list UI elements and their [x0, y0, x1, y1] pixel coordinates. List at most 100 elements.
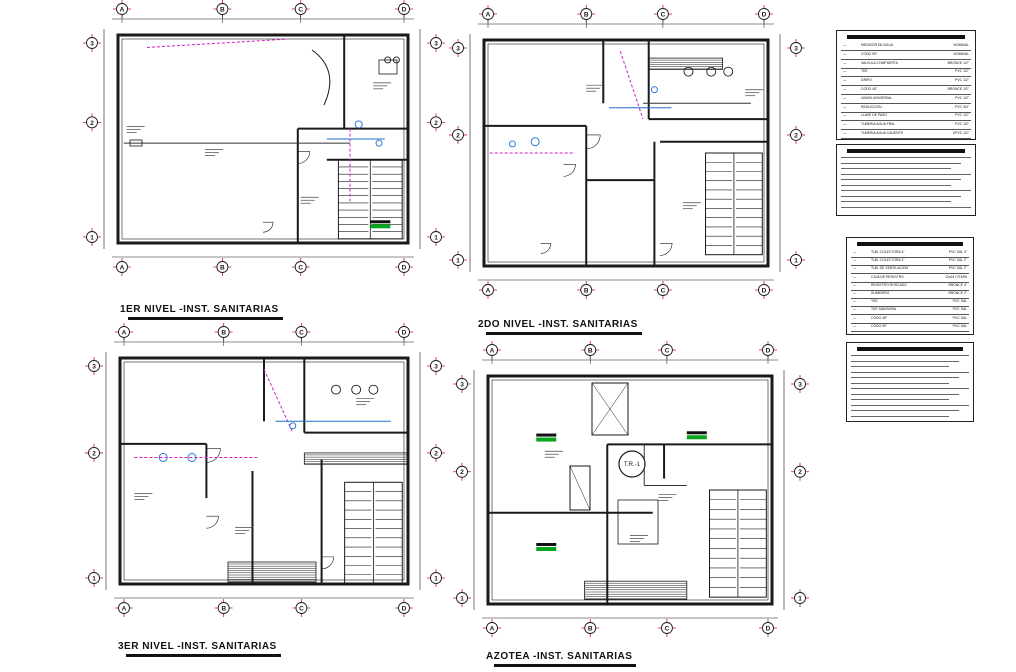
- notes-drain-line: [851, 382, 949, 384]
- grid-left-2-label: 2: [90, 120, 94, 127]
- grid-top-A-circle: [116, 3, 128, 15]
- notes-drain-line: [851, 393, 959, 395]
- notes-drain-line: [851, 355, 969, 356]
- grid-bottom-C-label: C: [298, 264, 303, 271]
- notes-water-line: [841, 184, 951, 186]
- duct-diagonal: [591, 382, 629, 436]
- legend-drain-symbol: —: [853, 299, 857, 304]
- grid-right-3-label: 3: [434, 363, 438, 370]
- level-marker: [370, 224, 391, 229]
- fixture: [368, 384, 379, 395]
- grid-top-A-circle: [486, 344, 498, 356]
- plan-title-1: 1ER NIVEL -INST. SANITARIAS: [120, 304, 283, 320]
- outer-wall: [116, 33, 410, 245]
- grid-bottom-B-label: B: [221, 605, 226, 612]
- legend-water-symbol: —: [843, 60, 847, 65]
- door-swing: [206, 448, 221, 463]
- grid-top-A-label: A: [122, 329, 127, 336]
- grid-top-D-circle: [758, 8, 770, 20]
- fixture: [351, 384, 362, 395]
- legend-water-description: CODO 90°: [861, 51, 878, 56]
- grid-right-3-circle: [430, 37, 442, 49]
- legend-drain-symbol: —: [853, 258, 857, 263]
- grid-bottom-C-circle: [660, 622, 673, 634]
- curved-wall: [311, 49, 331, 106]
- grid-bottom-B-label: B: [584, 287, 589, 294]
- legend-drain-row: —CODO 45°PVC SAL: [851, 314, 969, 324]
- legend-water-row: —CODO 45°BRONCE 1/2": [841, 85, 971, 95]
- inner-wall-line: [491, 379, 769, 601]
- grid-right-1-circle: [794, 592, 806, 604]
- grid-left-3-circle: [86, 37, 98, 49]
- grid-left-1-label: 1: [90, 234, 94, 241]
- skylight: [569, 465, 591, 511]
- pipe-line: [146, 38, 287, 48]
- level-marker-bar: [686, 431, 707, 435]
- legend-drain-row: —TUB. COLECTORA 4"PVC SAL 4": [851, 248, 969, 258]
- legend-drain-spec: PVC SAL 4": [948, 250, 967, 254]
- legend-drain-description: TUB. COLECTORA 2": [871, 258, 905, 263]
- notes-water-line: [841, 168, 951, 169]
- grid-right-2-label: 2: [794, 132, 798, 139]
- duct-shaft: [591, 382, 629, 436]
- legend-drain-spec: BRONCE 2": [948, 291, 967, 295]
- grid-bottom-D-label: D: [402, 264, 407, 271]
- legend-water-symbol: —: [843, 131, 847, 135]
- legend-water-symbol: —: [843, 69, 847, 74]
- legend-drain-spec: PVC SAL 2": [948, 266, 967, 271]
- grid-bottom-D-circle: [398, 261, 410, 273]
- grid-left-3-circle: [456, 378, 468, 390]
- level-marker-bar: [536, 433, 557, 437]
- legend-drain-spec: PVC SAL 2": [948, 258, 967, 263]
- legend-water-spec: NOMINAL: [953, 43, 969, 47]
- legend-water-symbol: —: [843, 113, 847, 118]
- hatched-zone-frame: [648, 57, 723, 70]
- grid-top-B-label: B: [221, 329, 226, 336]
- grid-bottom-B-circle: [217, 602, 230, 614]
- grid-top-D-circle: [762, 344, 774, 356]
- grid-bottom-A-label: A: [122, 605, 127, 612]
- grid-top-B-circle: [580, 8, 593, 20]
- door-swing: [540, 243, 552, 254]
- legend-drain-spec: PVC SAL: [952, 315, 967, 320]
- notes-water-line: [841, 195, 961, 197]
- grid-left-3-circle: [88, 360, 100, 372]
- legend-drain-table: —TUB. COLECTORA 4"PVC SAL 4"—TUB. COLECT…: [846, 237, 974, 335]
- legend-drain-symbol: —: [853, 315, 857, 320]
- legend-water-symbol: —: [843, 78, 847, 83]
- grid-left-1-circle: [88, 572, 100, 584]
- notes-drain-line: [851, 360, 959, 362]
- notes-drain-header: [857, 347, 963, 351]
- grid-right-3-circle: [430, 360, 442, 372]
- fixture: [650, 86, 658, 94]
- notes-water-line: [841, 157, 971, 158]
- legend-water-description: CODO 45°: [861, 87, 878, 91]
- fixture: [375, 139, 383, 147]
- grid-right-1-circle: [790, 254, 802, 266]
- grid-bottom-C-circle: [294, 261, 307, 273]
- grid-top-C-label: C: [661, 11, 666, 18]
- notes-drain-line: [851, 366, 949, 367]
- notes-drain-line: [851, 404, 969, 406]
- legend-drain-symbol: —: [853, 323, 857, 328]
- fixture: [187, 452, 197, 462]
- grid-top-D-circle: [398, 3, 410, 15]
- grid-left-1-circle: [456, 592, 468, 604]
- grid-right-1-circle: [430, 572, 442, 584]
- fixture: [289, 422, 297, 430]
- legend-water-symbol: —: [843, 95, 847, 100]
- outer-wall: [482, 38, 770, 268]
- notes-water-line: [841, 162, 961, 164]
- level-marker: [686, 435, 707, 440]
- grid-top-C-circle: [660, 344, 673, 356]
- legend-drain-description: CAJA DE REGISTRO: [871, 274, 904, 279]
- grid-left-1-circle: [86, 231, 98, 243]
